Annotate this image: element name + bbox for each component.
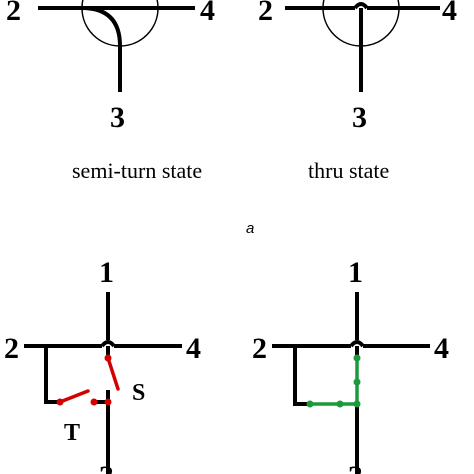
thru-caption: thru state	[308, 158, 389, 183]
path-port-top: 1	[348, 256, 363, 289]
thru-diagram: 2 4 3 thru state	[258, 0, 457, 183]
semi-turn-port-bottom: 3	[110, 101, 125, 134]
semi-turn-port-right: 4	[200, 0, 215, 27]
switch-crossover-hump	[100, 340, 116, 348]
path-node-loop-end	[306, 400, 314, 408]
thru-port-right: 4	[442, 0, 457, 27]
switch-port-bottom: 3	[99, 460, 114, 474]
switch-loop-wire	[44, 346, 60, 404]
switch-node-top	[104, 354, 112, 362]
thru-crossover-hump	[353, 2, 369, 10]
path-diagram: 1 2 4 3	[252, 256, 449, 474]
switch-straight-label: S	[132, 380, 145, 406]
semi-turn-diagram: 2 4 3 semi-turn state	[6, 0, 215, 183]
path-port-bottom: 3	[348, 460, 363, 474]
switch-diagram: 1 2 4 3 T S	[4, 256, 201, 474]
path-node-mid-horizontal	[336, 400, 344, 408]
path-crossover-hump	[349, 340, 365, 348]
switch-turn-label: T	[64, 420, 80, 446]
switch-node-loop-end	[56, 398, 64, 406]
thru-port-bottom: 3	[352, 101, 367, 134]
path-node-middle	[353, 378, 361, 386]
switch-port-top: 1	[99, 256, 114, 289]
switch-turn-segment	[58, 389, 90, 404]
semi-turn-port-left: 2	[6, 0, 21, 27]
path-loop-wire	[293, 346, 310, 406]
semi-turn-curved-wire	[81, 6, 122, 92]
path-port-right: 4	[434, 332, 449, 365]
switch-node-turn-end	[90, 398, 98, 406]
path-node-top	[353, 354, 361, 362]
path-node-corner	[353, 400, 361, 408]
panel-label: a	[246, 220, 254, 237]
switch-port-left: 2	[4, 332, 19, 365]
path-port-left: 2	[252, 332, 267, 365]
semi-turn-caption: semi-turn state	[72, 158, 202, 183]
switch-straight-segment	[106, 356, 120, 391]
switch-port-right: 4	[186, 332, 201, 365]
thru-port-left: 2	[258, 0, 273, 27]
switch-node-bottom	[104, 398, 112, 406]
